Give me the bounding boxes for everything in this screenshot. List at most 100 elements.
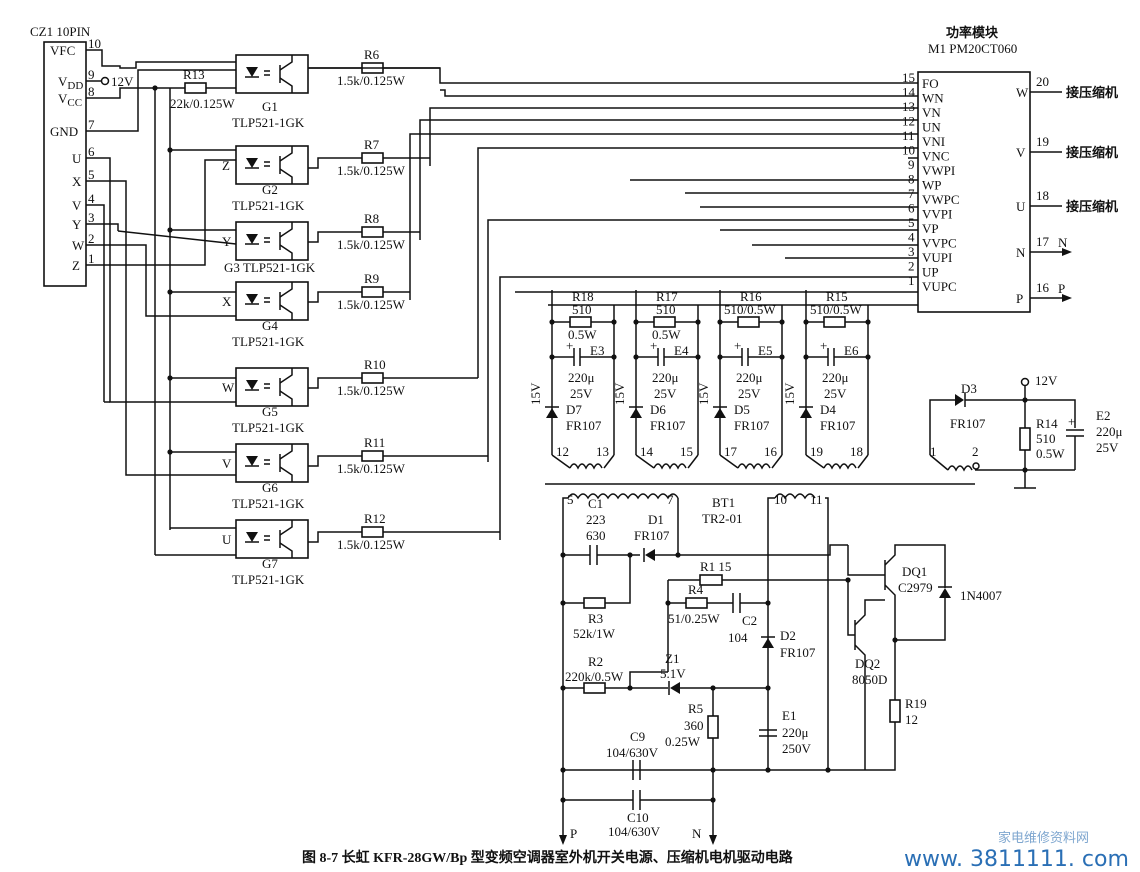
svg-text:25V: 25V [738,386,761,401]
svg-text:25V: 25V [1096,440,1119,455]
svg-text:8050D: 8050D [852,672,887,687]
module-pin-number: 7 [908,186,915,201]
module-output-number: 19 [1036,134,1049,149]
connector-wiring [86,49,237,556]
svg-text:家电维修资料网: 家电维修资料网 [998,830,1089,846]
output-resistors: R61.5k/0.125WR71.5k/0.125WR81.5k/0.125WR… [308,47,500,552]
svg-text:www. 3811111. com: www. 3811111. com [904,847,1129,872]
module-pin-name: VUPC [922,279,957,294]
optocoupler-input-label: W [222,380,235,395]
primary-switching-circuit: C1 223 630 D1 FR107 R3 52k/1W R1 15 R4 5… [559,496,1002,845]
svg-text:D6: D6 [650,402,666,417]
module-body [917,71,1031,313]
svg-text:12: 12 [556,444,569,459]
svg-text:1N4007: 1N4007 [960,588,1002,603]
module-pin-number: 1 [908,273,915,288]
svg-text:220μ: 220μ [736,370,763,385]
svg-text:R9: R9 [364,271,379,286]
module-output-target: 接压缩机 [1066,145,1118,160]
module-output-name: W [1016,85,1029,100]
transformer-bt1: 5 7 10 11 BT1 TR2-01 [545,483,975,526]
svg-text:12V: 12V [1035,373,1058,388]
svg-text:0.5W: 0.5W [568,327,597,342]
svg-text:R4: R4 [688,582,704,597]
module-output-target: N [1058,235,1068,250]
svg-text:223: 223 [586,512,606,527]
connector-pin-number: 6 [88,144,95,159]
svg-text:1.5k/0.125W: 1.5k/0.125W [337,537,406,552]
module-output-number: 16 [1036,280,1050,295]
optocoupler-input-label: U [222,532,232,547]
connector-pin-number: 4 [88,191,95,206]
svg-text:E4: E4 [674,343,689,358]
module-pin-name: UN [922,120,941,135]
svg-text:510: 510 [1036,431,1056,446]
svg-text:220μ: 220μ [568,370,595,385]
module-pin-name: VNI [922,134,945,149]
svg-text:15V: 15V [612,382,627,405]
svg-text:14: 14 [640,444,654,459]
svg-text:FR107: FR107 [820,418,856,433]
svg-text:0.5W: 0.5W [652,327,681,342]
module-pin-name: VVPI [922,207,952,222]
svg-text:5.1V: 5.1V [660,666,686,681]
svg-text:1.5k/0.125W: 1.5k/0.125W [337,73,406,88]
svg-text:+: + [820,338,827,353]
svg-text:TR2-01: TR2-01 [702,511,742,526]
svg-text:D2: D2 [780,628,796,643]
module-pin-name: WP [922,178,942,193]
connector-pin-number: 1 [88,251,95,266]
svg-text:1.5k/0.125W: 1.5k/0.125W [337,461,406,476]
svg-text:R1 15: R1 15 [700,559,731,574]
module-pin-name: WN [922,91,944,106]
module-pin-number: 5 [908,215,915,230]
svg-text:FR107: FR107 [634,528,670,543]
svg-text:E2: E2 [1096,408,1110,423]
svg-text:5: 5 [567,492,574,507]
connector-title: CZ1 10PIN [30,24,91,39]
svg-text:15V: 15V [782,382,797,405]
svg-text:17: 17 [724,444,738,459]
svg-text:R17: R17 [656,289,678,304]
module-title: 功率模块 [946,25,999,40]
svg-text:R19: R19 [905,696,927,711]
svg-text:0.5W: 0.5W [1036,446,1065,461]
connector-pin-number: 9 [88,67,95,82]
svg-text:25V: 25V [654,386,677,401]
optocoupler-input-label: X [222,294,232,309]
svg-text:FR107: FR107 [650,418,686,433]
svg-text:FR107: FR107 [566,418,602,433]
svg-text:16: 16 [764,444,778,459]
supply-12v-terminal [100,76,110,86]
svg-text:FR107: FR107 [734,418,770,433]
svg-text:1.5k/0.125W: 1.5k/0.125W [337,163,406,178]
svg-text:R18: R18 [572,289,594,304]
svg-text:25V: 25V [824,386,847,401]
module-output-target: 接压缩机 [1066,85,1118,100]
svg-text:C10: C10 [627,810,649,825]
svg-text:R3: R3 [588,611,603,626]
svg-text:630: 630 [586,528,606,543]
svg-text:104/630V: 104/630V [606,745,659,760]
module-part: M1 PM20CT060 [928,41,1017,56]
module-pin-number: 15 [902,70,915,85]
optocoupler-part: G3 TLP521-1GK [224,260,316,275]
svg-text:R15: R15 [826,289,848,304]
optocoupler-part: TLP521-1GK [232,115,305,130]
module-pin-name: UP [922,265,939,280]
svg-text:52k/1W: 52k/1W [573,626,616,641]
svg-text:E3: E3 [590,343,604,358]
svg-text:15: 15 [680,444,693,459]
svg-text:15V: 15V [528,382,543,405]
svg-text:R16: R16 [740,289,762,304]
